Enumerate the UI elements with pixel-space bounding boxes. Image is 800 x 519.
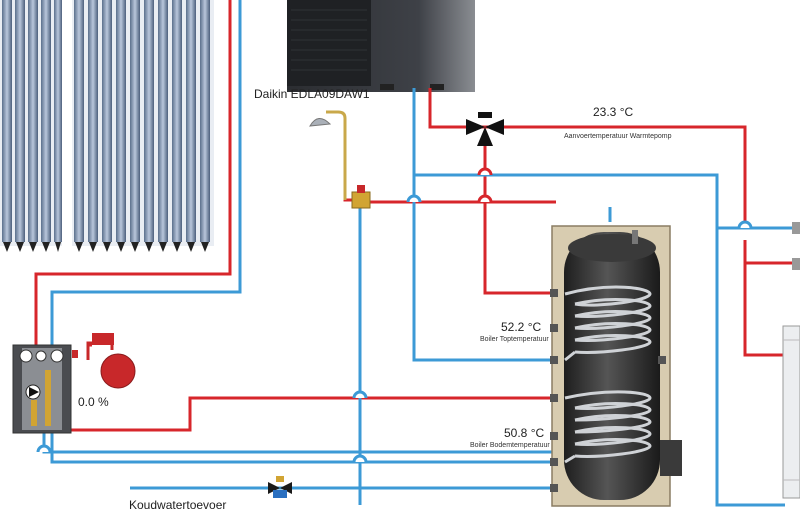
boiler-top-temp-value: 52.2 °C <box>501 320 542 334</box>
upper-heating-coil <box>564 285 652 362</box>
shower-head-icon <box>309 110 347 200</box>
pipe-crossings-red <box>477 167 493 203</box>
mixing-valve-icon <box>351 185 371 209</box>
inlet-valve-icon <box>268 476 292 498</box>
expansion-vessel <box>86 333 136 389</box>
heat-pump-model-label: Daikin EDLA09DAW1 <box>254 87 370 101</box>
lower-heating-coil <box>564 390 652 464</box>
radiator-icon <box>782 325 800 499</box>
radiator-valves <box>792 222 800 270</box>
solar-collector-left <box>0 0 62 252</box>
cold-water-inlet-label: Koudwatertoevoer <box>129 498 227 512</box>
boiler-bottom-temp-label: Boiler Bodemtemperatuur <box>470 442 550 449</box>
pump-station <box>12 344 78 434</box>
supply-temp-value: 23.3 °C <box>593 105 634 119</box>
boiler-top-temp-label: Boiler Toptemperatuur <box>480 336 549 343</box>
supply-temp-label: Aanvoertemperatuur Warmtepomp <box>564 133 672 140</box>
heat-pump-unit <box>287 0 475 92</box>
solar-collector-right <box>72 0 214 252</box>
pump-speed-value: 0.0 % <box>78 395 109 409</box>
boiler-bottom-temp-value: 50.8 °C <box>504 426 545 440</box>
circulation-pump-icon <box>29 387 39 397</box>
three-way-valve-icon <box>466 112 504 146</box>
boiler-tank <box>550 225 682 507</box>
pipe-crossings <box>36 194 753 463</box>
